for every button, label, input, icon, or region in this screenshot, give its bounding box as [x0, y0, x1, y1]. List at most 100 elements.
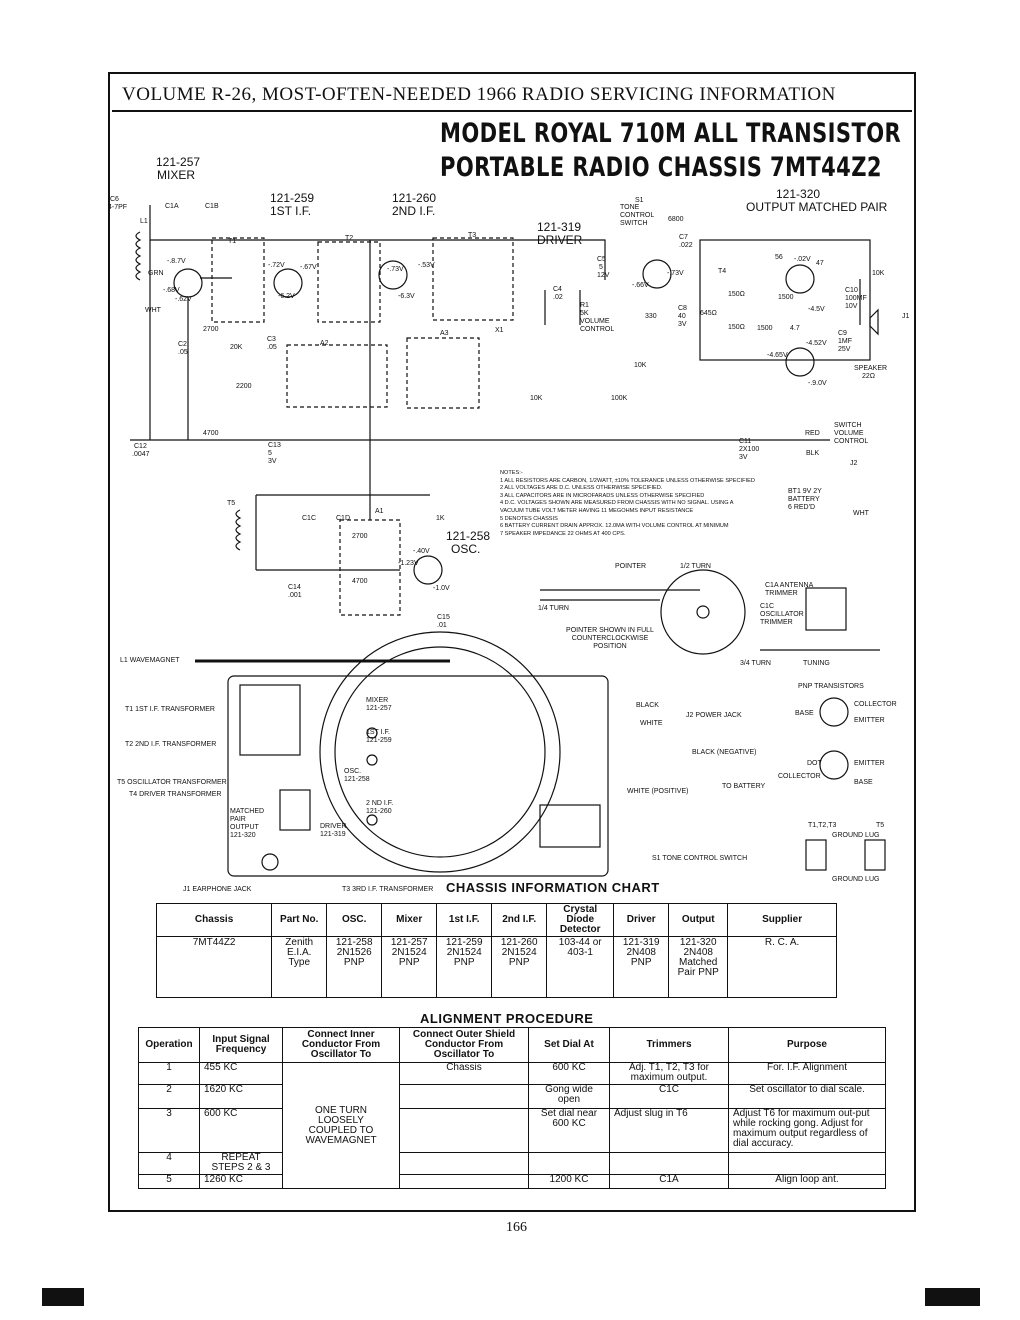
- cell-outer: [399, 1108, 529, 1153]
- alignment-table: Operation Input Signal Frequency Connect…: [138, 1027, 886, 1189]
- volt-out-a: -.02V: [794, 256, 811, 263]
- label-r1: R1: [580, 302, 589, 309]
- label-r150b: 150Ω: [728, 324, 745, 331]
- layout-emitter: EMITTER: [854, 717, 885, 724]
- table-header-row: Chassis Part No. OSC. Mixer 1st I.F. 2nd…: [155, 903, 837, 937]
- label-a3: A3: [440, 330, 449, 337]
- label-t5: T5: [227, 500, 236, 507]
- volt-osc-c: -1.0V: [433, 585, 450, 592]
- header-rule: [112, 110, 912, 112]
- label-c11: C11: [739, 438, 752, 445]
- cell-outer: Chassis: [399, 1062, 529, 1085]
- page-header: VOLUME R-26, MOST-OFTEN-NEEDED 1966 RADI…: [122, 84, 836, 105]
- schematic-notes: NOTES:- 1 ALL RESISTORS ARE CARBON, 1/2W…: [500, 470, 755, 538]
- cell-trim: Adj. T1, T2, T3 for maximum output.: [609, 1062, 729, 1085]
- label-r10k-b: 10K: [634, 362, 647, 369]
- label-r47b: 47: [816, 260, 824, 267]
- label-t1: T1: [228, 238, 237, 245]
- label-x1: X1: [495, 327, 504, 334]
- cell-purpose: Set oscillator to dial scale.: [728, 1084, 886, 1109]
- label-c13v: 5: [268, 450, 272, 457]
- label-c4v: .02: [553, 294, 563, 301]
- stage-osc-name: OSC.: [451, 542, 481, 556]
- label-c10v2: 10V: [845, 303, 858, 310]
- table-row: 2 1620 KC Gong wide open C1C Set oscilla…: [138, 1084, 886, 1109]
- cell-driver: 121-319 2N408 PNP: [613, 936, 670, 998]
- cell-freq: 600 KC: [199, 1108, 283, 1153]
- label-c11v: 2X100: [739, 446, 760, 453]
- volt-mixer-e: -.8.7V: [167, 258, 186, 265]
- label-c15v: .01: [437, 622, 447, 629]
- volt-if1-e: -.72V: [268, 262, 285, 269]
- cell-dial: Set dial near 600 KC: [528, 1108, 610, 1153]
- cell-op: 5: [138, 1174, 200, 1189]
- dial-quarter-turn: 1/4 TURN: [538, 605, 569, 612]
- layout-osc: OSC. 121-258: [344, 768, 370, 783]
- label-c15: C15: [437, 614, 450, 621]
- model-title-line1: MODEL ROYAL 710M ALL TRANSISTOR: [440, 118, 902, 149]
- label-c8v2: 3V: [678, 321, 687, 328]
- label-c7: C7: [679, 234, 688, 241]
- label-r4700b: 4700: [352, 578, 368, 585]
- stage-mixer-part: 121-257: [156, 155, 201, 169]
- label-wht: WHT: [145, 307, 161, 314]
- chassis-chart-title: CHASSIS INFORMATION CHART: [446, 880, 660, 895]
- alignment-title: ALIGNMENT PROCEDURE: [420, 1011, 594, 1026]
- chassis-info-table: Chassis Part No. OSC. Mixer 1st I.F. 2nd…: [155, 903, 837, 998]
- label-c10v: 100MF: [845, 295, 867, 302]
- label-j2: J2: [850, 460, 858, 467]
- layout-emitter2: EMITTER: [854, 760, 885, 767]
- label-s1: S1: [635, 197, 644, 204]
- volt-if2-c: -6.3V: [398, 293, 415, 300]
- label-r100k: 100K: [611, 395, 628, 402]
- stage-if2-name: 2ND I.F.: [392, 204, 436, 218]
- label-t2: T2: [345, 235, 354, 242]
- note-item: 2 ALL VOLTAGES ARE D.C. UNLESS OTHERWISE…: [500, 485, 663, 492]
- note-item: 3 ALL CAPACITORS ARE IN MICROFARADS UNLE…: [500, 492, 705, 499]
- label-c5v: 5: [599, 264, 603, 271]
- col-chassis: Chassis: [155, 903, 273, 937]
- model-title-line2: PORTABLE RADIO CHASSIS 7MT44Z2: [440, 152, 882, 183]
- label-switch: SWITCH VOLUME CONTROL: [834, 422, 869, 445]
- label-r1500b: 1500: [757, 325, 773, 332]
- layout-t4: T4 DRIVER TRANSFORMER: [129, 791, 222, 798]
- layout-collector2: COLLECTOR: [778, 773, 821, 780]
- label-c11v2: 3V: [739, 454, 748, 461]
- label-c9v: 1MF: [838, 338, 852, 345]
- cell-purpose: Align loop ant.: [728, 1174, 886, 1189]
- label-c1c: C1C: [302, 515, 317, 522]
- col-outer: Connect Outer Shield Conductor From Osci…: [399, 1027, 529, 1063]
- label-r2700b: 2700: [352, 533, 368, 540]
- col-1st-if: 1st I.F.: [436, 903, 493, 937]
- volt-out-e: -.9.0V: [808, 380, 827, 387]
- layout-collector: COLLECTOR: [854, 701, 897, 708]
- label-r10k-a: 10K: [530, 395, 543, 402]
- note-item: 1 ALL RESISTORS ARE CARBON, 1/2WATT, ±10…: [500, 477, 755, 484]
- dial-tuning: TUNING: [803, 660, 830, 667]
- layout-base2: BASE: [854, 779, 873, 786]
- cell-purpose: Adjust T6 for maximum out-put while rock…: [728, 1108, 886, 1153]
- label-wht2: WHT: [853, 510, 869, 517]
- dial-three-quarter-turn: 3/4 TURN: [740, 660, 771, 667]
- label-c8v: 40: [678, 313, 686, 320]
- cell-part-no: Zenith E.I.A. Type: [271, 936, 328, 998]
- cell-inner-common: ONE TURN LOOSELY COUPLED TO WAVEMAGNET: [282, 1062, 400, 1189]
- label-r20k: 20K: [230, 344, 243, 351]
- col-purpose: Purpose: [728, 1027, 886, 1063]
- cell-trim: Adjust slug in T6: [609, 1108, 729, 1153]
- dial-c1c-trimmer: C1C OSCILLATOR TRIMMER: [760, 603, 804, 626]
- label-c2: C2: [178, 341, 187, 348]
- col-trimmers: Trimmers: [609, 1027, 729, 1063]
- table-row: 3 600 KC Set dial near 600 KC Adjust slu…: [138, 1108, 886, 1153]
- cell-trim: C1A: [609, 1174, 729, 1189]
- layout-white: WHITE: [640, 720, 663, 727]
- label-c10: C10: [845, 287, 858, 294]
- label-vol: VOLUME CONTROL: [580, 318, 615, 333]
- layout-if2: 2 ND I.F. 121-260: [366, 800, 394, 815]
- label-c7v: .022: [679, 242, 693, 249]
- layout-dot: DOT: [807, 760, 822, 767]
- col-operation: Operation: [138, 1027, 200, 1063]
- table-row: 1 455 KC ONE TURN LOOSELY COUPLED TO WAV…: [138, 1062, 886, 1189]
- volt-out-c: -4.65V: [767, 352, 788, 359]
- label-c8: C8: [678, 305, 687, 312]
